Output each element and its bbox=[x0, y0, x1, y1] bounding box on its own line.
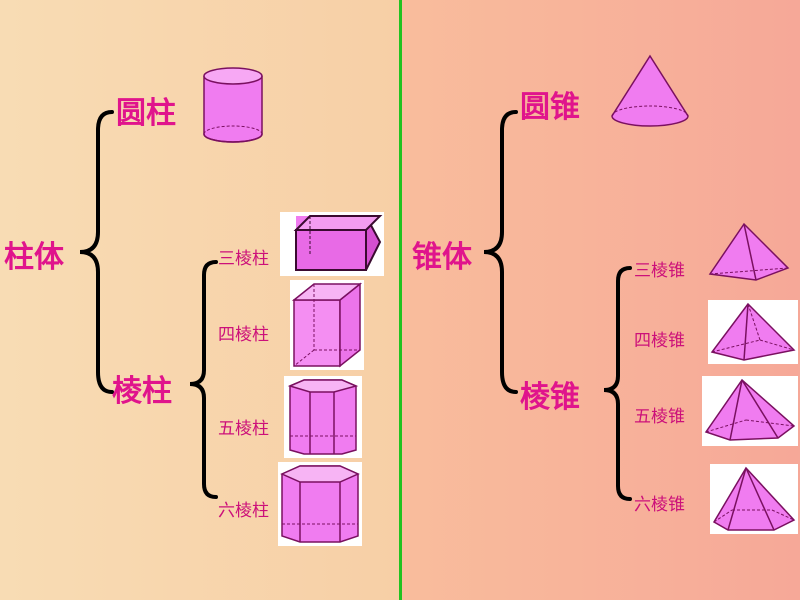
square-pyramid-label: 四棱锥 bbox=[634, 331, 685, 351]
prism-solids-root-label: 柱体 bbox=[4, 240, 64, 275]
hexagonal-pyramid-icon bbox=[710, 464, 798, 534]
left-main-brace bbox=[79, 110, 114, 394]
square-prism-label: 四棱柱 bbox=[218, 325, 269, 345]
square-pyramid-icon bbox=[708, 300, 798, 364]
right-sub-brace bbox=[603, 266, 632, 501]
cylinder-icon bbox=[203, 67, 263, 143]
right-main-brace bbox=[483, 110, 518, 394]
hexagonal-prism-icon bbox=[278, 462, 362, 546]
cone-icon bbox=[611, 54, 689, 127]
pentagonal-pyramid-label: 五棱锥 bbox=[634, 407, 685, 427]
cone-label: 圆锥 bbox=[520, 90, 580, 125]
triangular-pyramid-label: 三棱锥 bbox=[634, 261, 685, 281]
pentagonal-prism-icon bbox=[284, 376, 362, 458]
hexagonal-pyramid-label: 六棱锥 bbox=[634, 495, 685, 515]
hexagonal-prism-label: 六棱柱 bbox=[218, 501, 269, 521]
triangular-prism-label: 三棱柱 bbox=[218, 249, 269, 269]
pyramid-label: 棱锥 bbox=[520, 380, 580, 415]
pyramid-solids-root-label: 锥体 bbox=[412, 240, 472, 275]
triangular-pyramid-icon bbox=[708, 222, 790, 281]
divider-line bbox=[399, 0, 402, 600]
square-prism-icon bbox=[290, 280, 364, 370]
pentagonal-prism-label: 五棱柱 bbox=[218, 419, 269, 439]
left-sub-brace bbox=[189, 260, 218, 499]
triangular-prism-icon bbox=[280, 212, 384, 276]
prism-label: 棱柱 bbox=[112, 374, 172, 409]
pentagonal-pyramid-icon bbox=[702, 376, 798, 446]
cylinder-label: 圆柱 bbox=[116, 96, 176, 131]
